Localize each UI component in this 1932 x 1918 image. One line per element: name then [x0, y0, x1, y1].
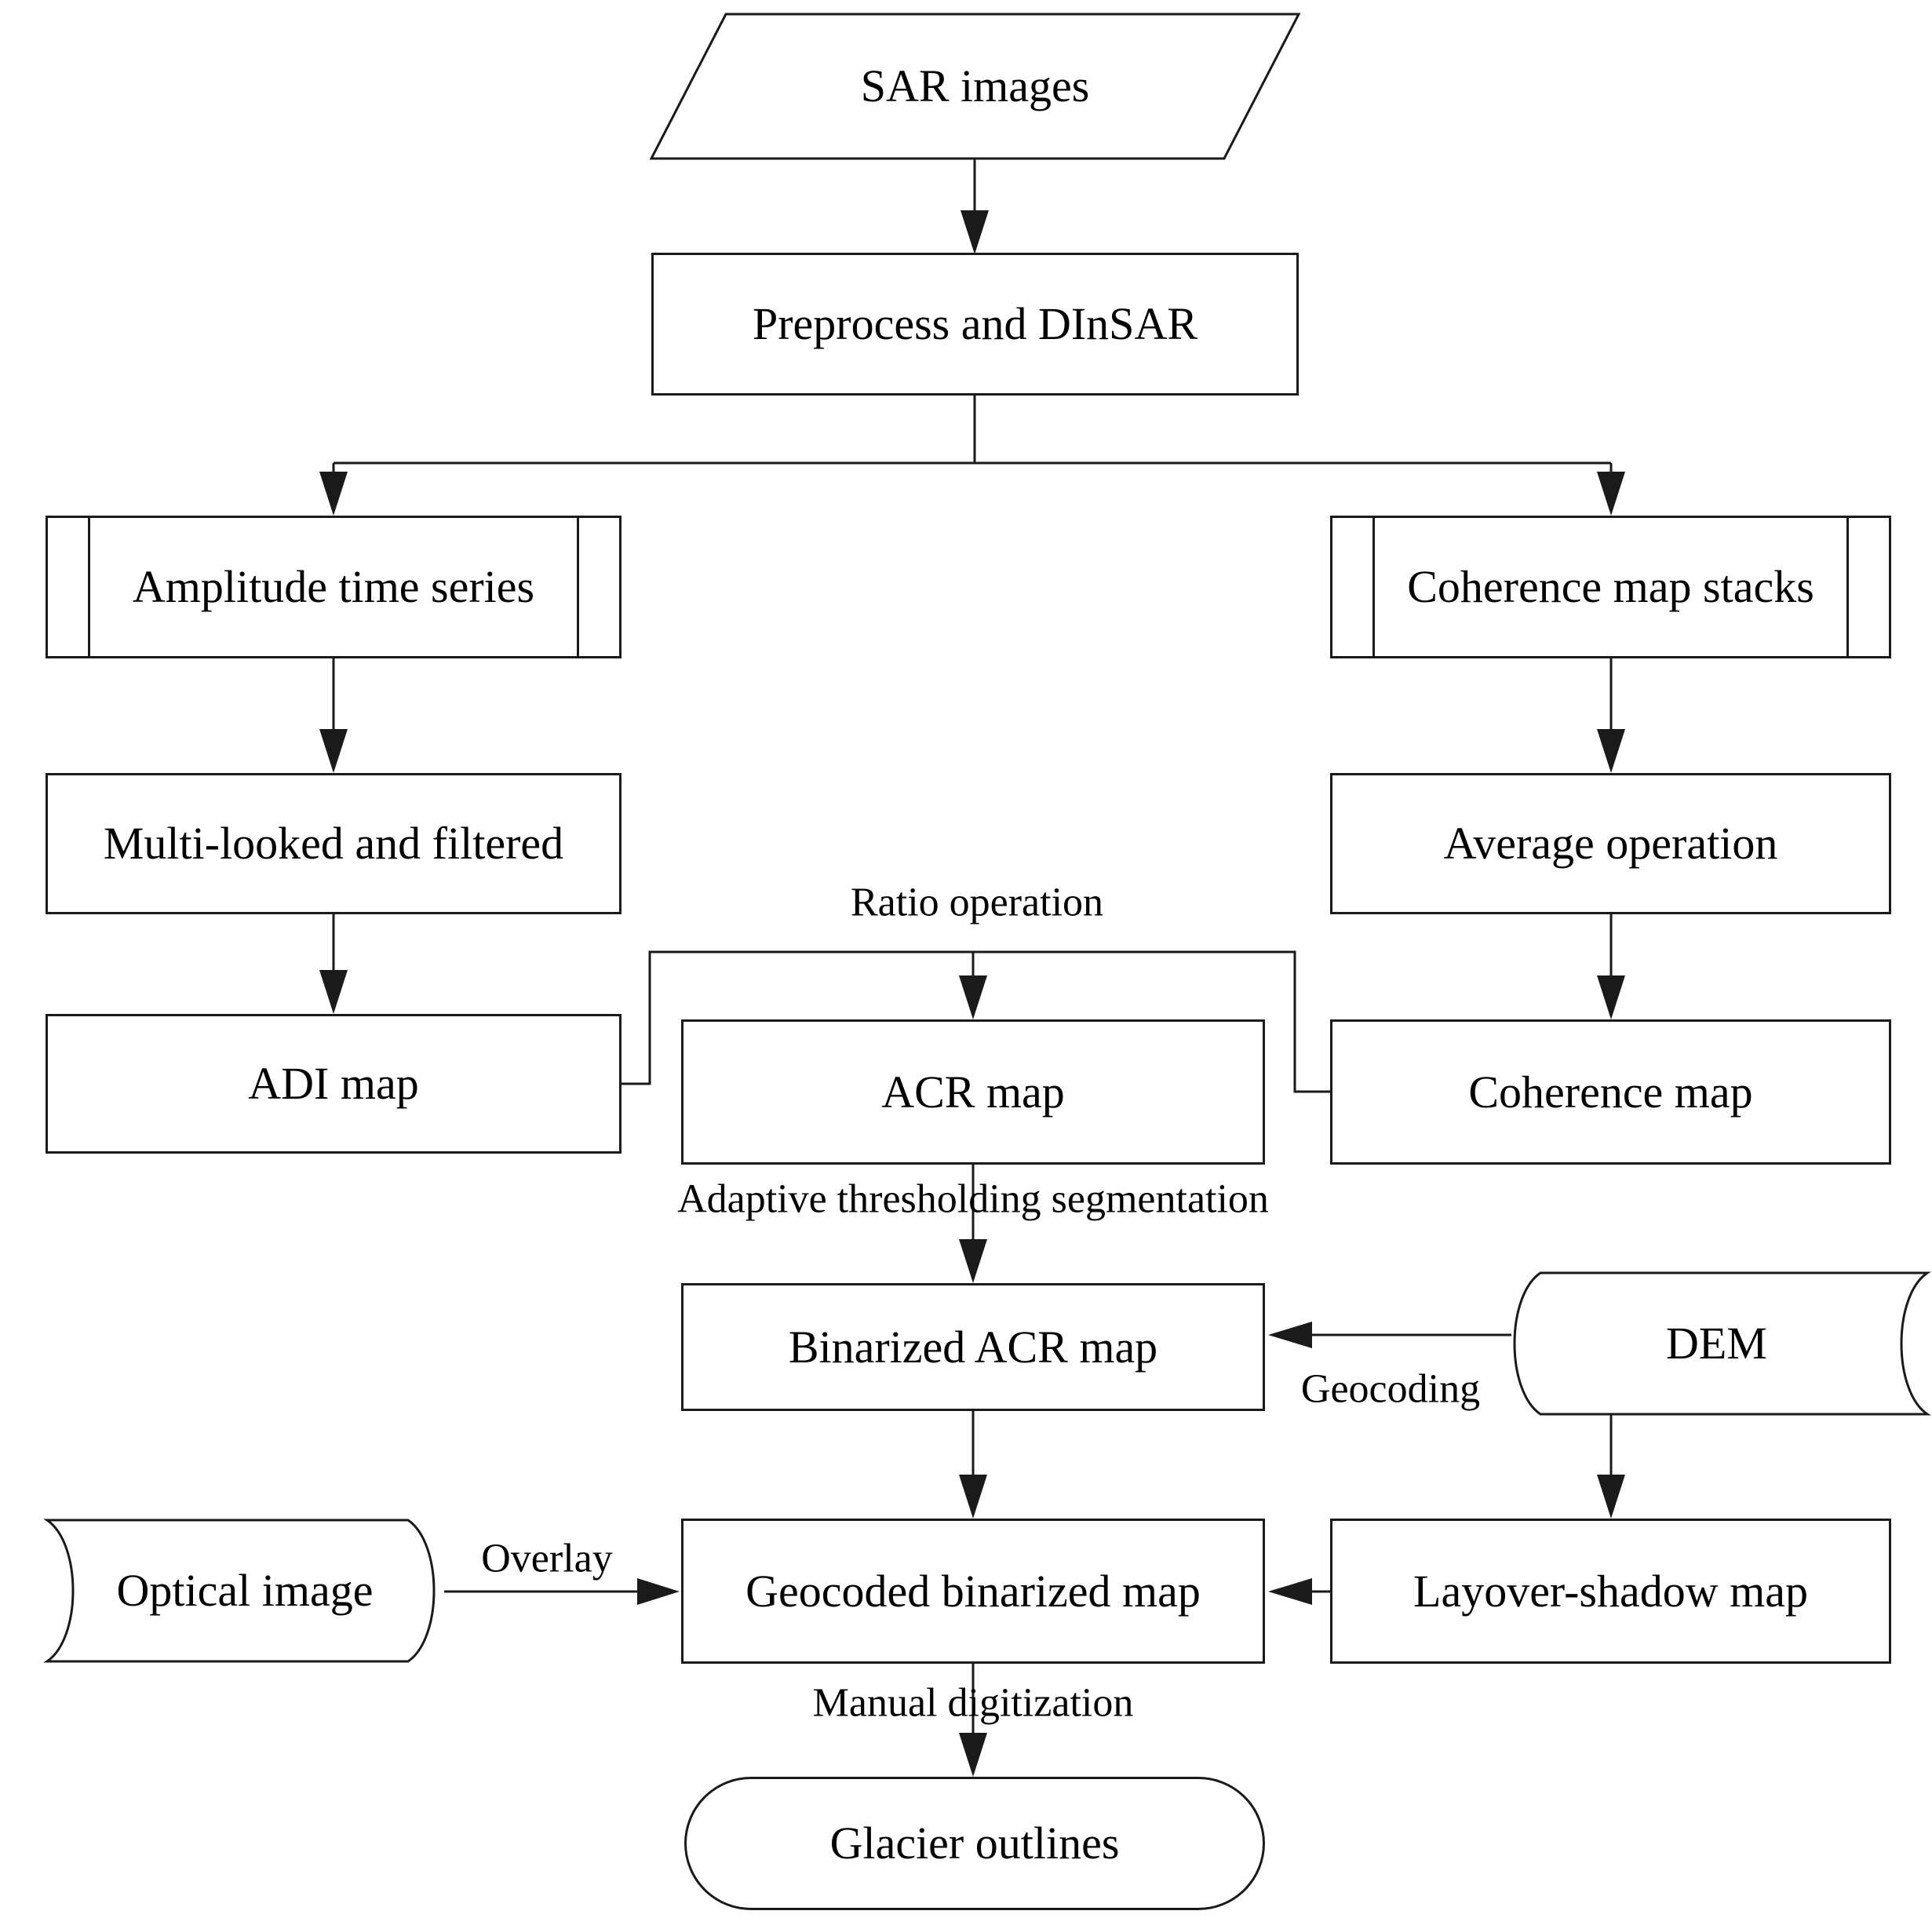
node-binarized-acr-map-label: Binarized ACR map [788, 1321, 1158, 1373]
node-multilooked-filtered: Multi-looked and filtered [46, 773, 622, 914]
node-preprocess-dinsar: Preprocess and DInSAR [651, 253, 1299, 396]
node-glacier-outlines: Glacier outlines [684, 1777, 1265, 1910]
node-geocoded-binarized-map: Geocoded binarized map [681, 1519, 1265, 1664]
node-average-operation-label: Average operation [1443, 818, 1778, 870]
edge-multilooked-to-adi [319, 914, 348, 1014]
node-average-operation: Average operation [1330, 773, 1891, 914]
node-layover-shadow-map: Layover-shadow map [1330, 1519, 1891, 1664]
node-acr-map-label: ACR map [881, 1066, 1065, 1118]
node-coherence-map-label: Coherence map [1468, 1066, 1753, 1118]
node-amplitude-time-series: Amplitude time series [46, 516, 622, 658]
node-geocoded-binarized-map-label: Geocoded binarized map [745, 1565, 1201, 1617]
edge-stacks-to-average [1597, 658, 1625, 773]
sar-images-shape [649, 13, 1301, 160]
edge-binarized-to-geocoded [959, 1411, 987, 1519]
dem-shape [1513, 1271, 1931, 1416]
edge-label-geocoding: Geocoding [1300, 1366, 1481, 1412]
node-coherence-map-stacks: Coherence map stacks [1330, 516, 1891, 658]
node-adi-map: ADI map [46, 1014, 622, 1154]
node-coherence-map-stacks-label: Coherence map stacks [1407, 561, 1814, 613]
node-dem-label: DEM [1666, 1318, 1767, 1369]
node-preprocess-dinsar-label: Preprocess and DInSAR [752, 298, 1198, 350]
node-coherence-map: Coherence map [1330, 1019, 1891, 1165]
edge-label-ratio-operation: Ratio operation [850, 880, 1104, 925]
node-layover-shadow-map-label: Layover-shadow map [1413, 1565, 1808, 1617]
edge-geocoded-to-glacier [959, 1664, 987, 1777]
edge-preprocess-split [319, 396, 1625, 516]
node-multilooked-filtered-label: Multi-looked and filtered [103, 818, 564, 870]
edge-acr-to-binarized [959, 1165, 987, 1283]
node-glacier-outlines-label: Glacier outlines [829, 1818, 1120, 1869]
edge-dem-to-layover [1597, 1414, 1625, 1519]
edge-label-manual-digitization: Manual digitization [812, 1680, 1134, 1726]
edge-optical-to-geocoded [444, 1578, 680, 1605]
edge-sar-to-preprocess [961, 159, 989, 254]
edge-layover-to-geocoded [1268, 1578, 1330, 1605]
optical-image-shape [43, 1519, 436, 1663]
edge-amplitude-to-multilooked [319, 658, 348, 773]
node-adi-map-label: ADI map [248, 1058, 419, 1110]
node-acr-map: ACR map [681, 1019, 1265, 1165]
node-sar-images-label: SAR images [860, 60, 1090, 112]
edge-average-to-coherencemap [1597, 914, 1625, 1019]
edge-label-adaptive-thresholding: Adaptive thresholding segmentation [677, 1176, 1269, 1222]
edge-label-overlay: Overlay [481, 1536, 613, 1581]
node-binarized-acr-map: Binarized ACR map [681, 1283, 1265, 1411]
edge-ratio-operation-connector [622, 950, 1330, 1093]
node-amplitude-time-series-label: Amplitude time series [132, 561, 535, 613]
node-optical-image-label: Optical image [116, 1565, 374, 1617]
edge-dem-to-binarized [1268, 1322, 1511, 1348]
